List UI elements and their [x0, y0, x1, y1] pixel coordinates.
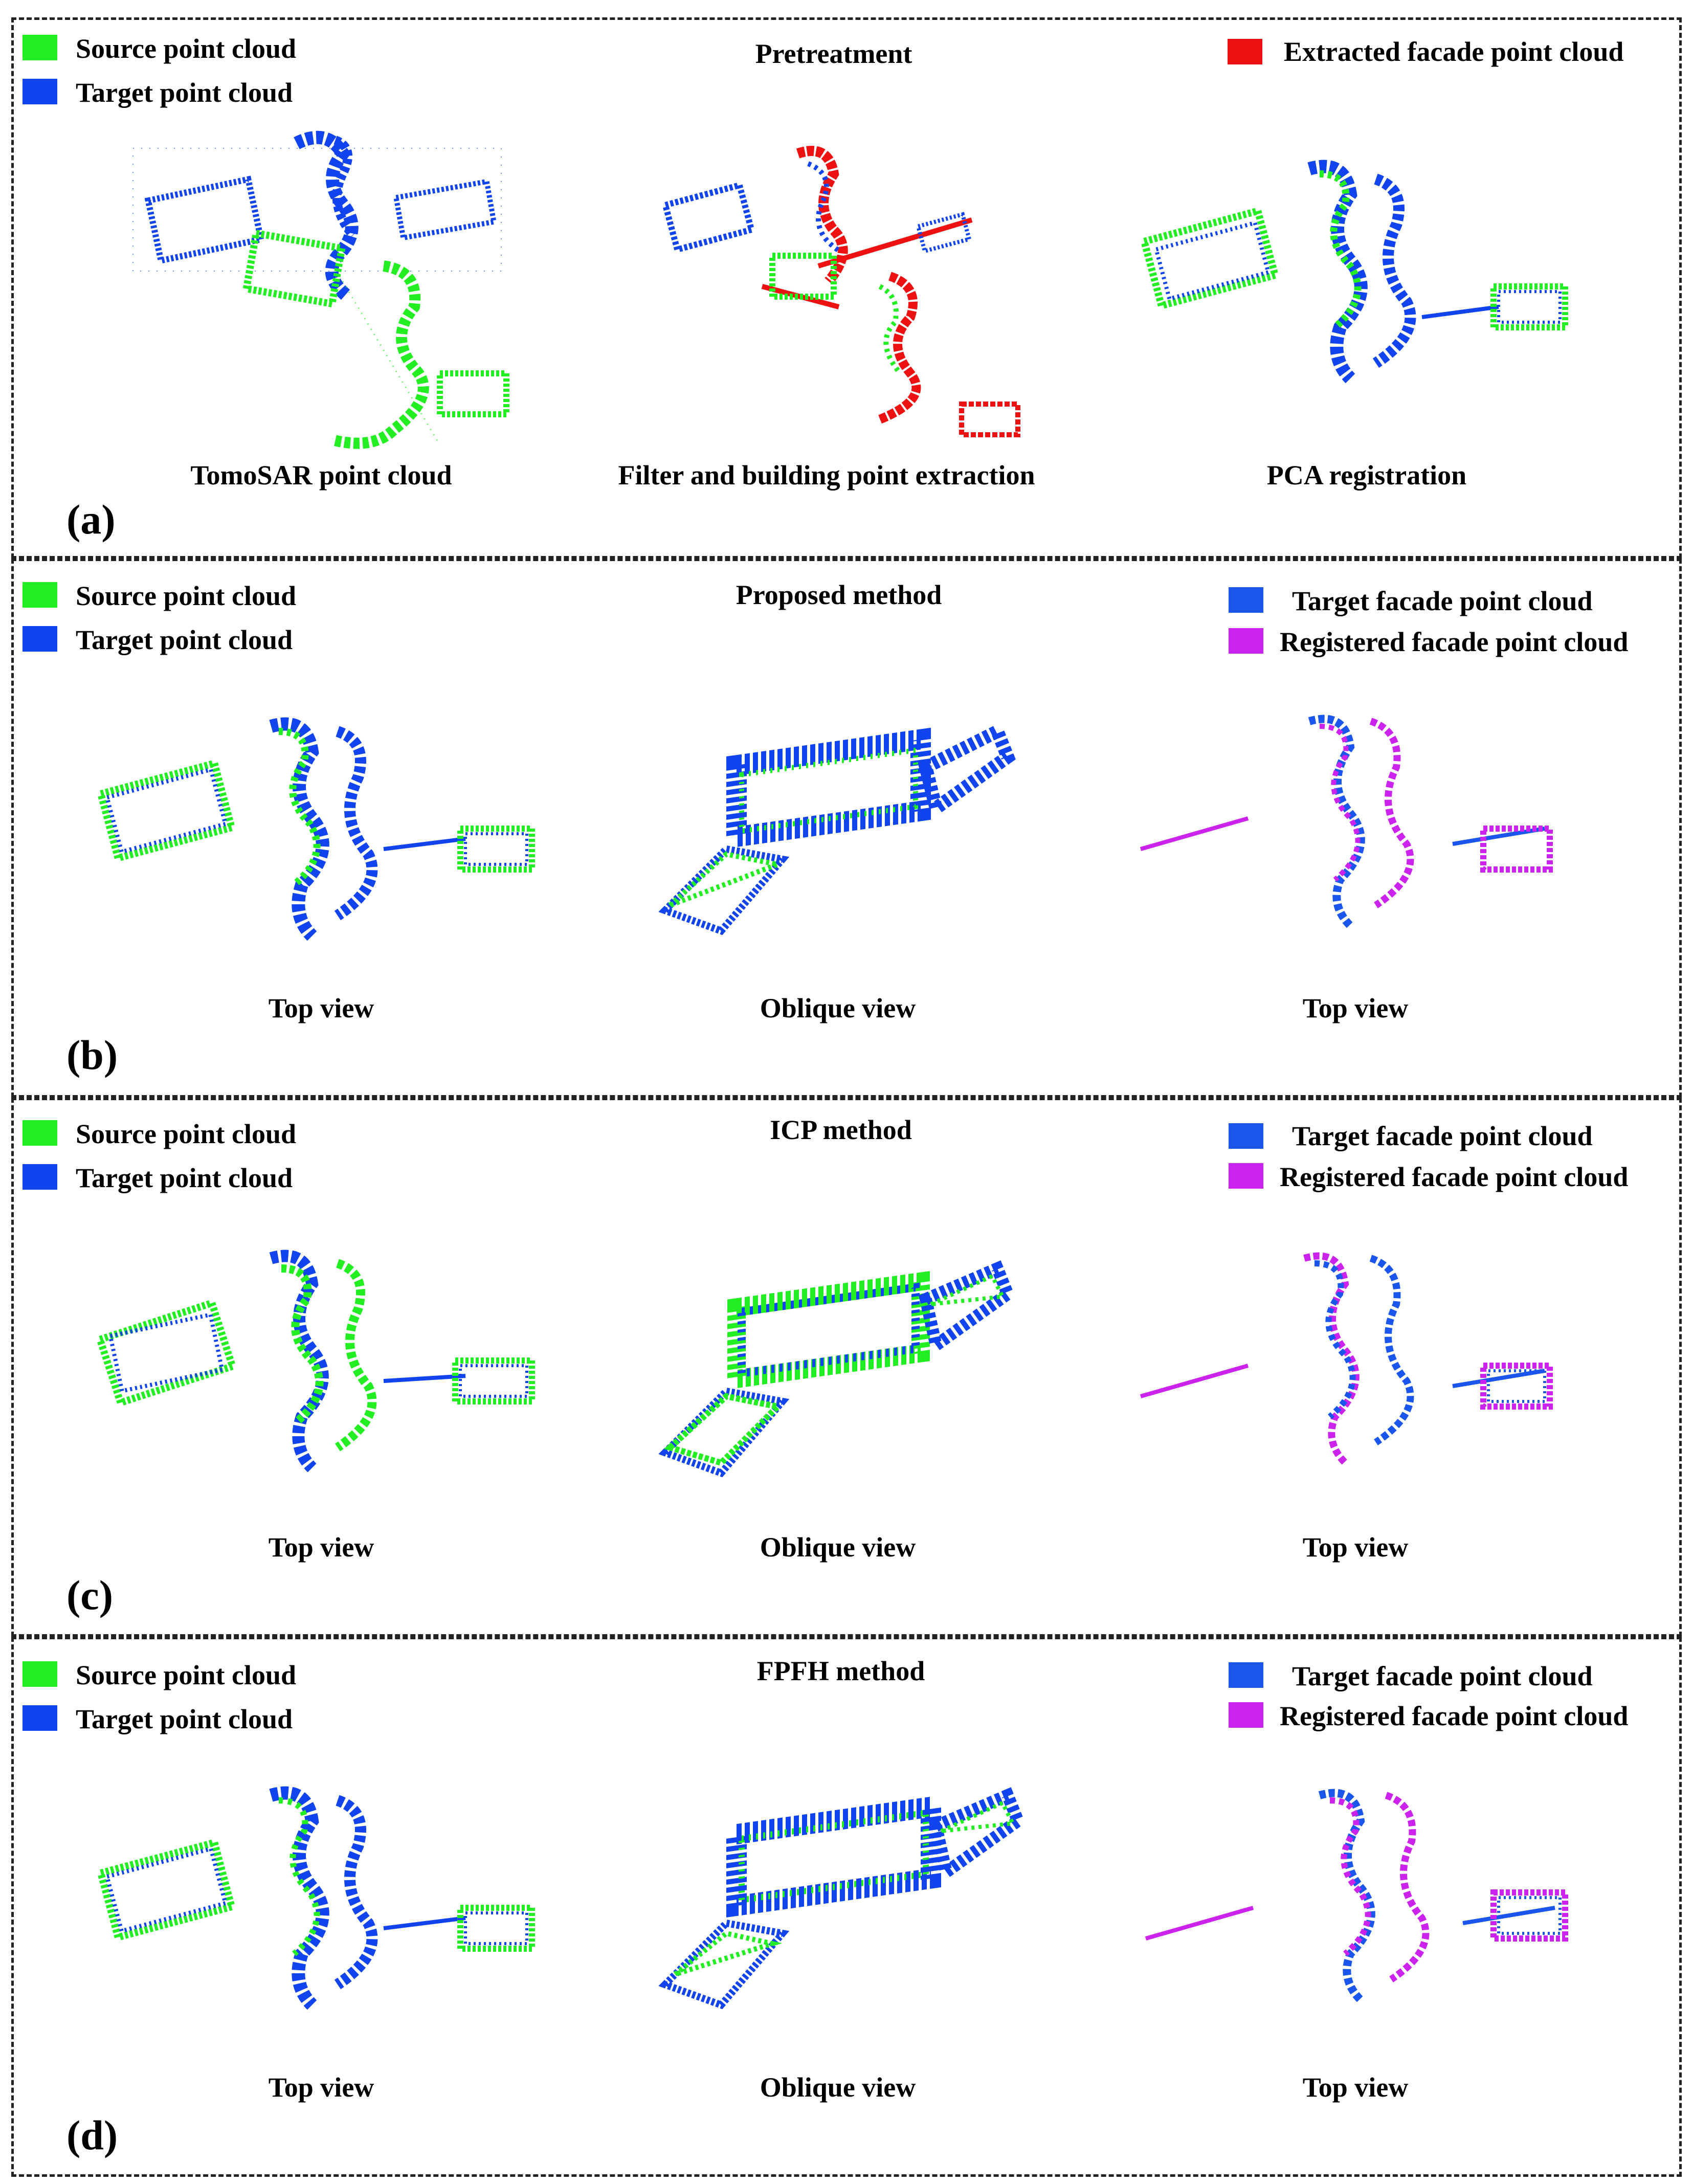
panel-b: [11, 559, 1682, 1098]
facade-top-view: [1145, 1789, 1568, 2003]
legend-swatch-registered: [1229, 1702, 1263, 1728]
panel-b-label: (b): [66, 1032, 118, 1078]
tomosar-point-cloud-view: [132, 130, 509, 449]
panel-a: [11, 17, 1682, 559]
legend-source-label: Source point cloud: [76, 33, 297, 64]
caption-facade-top-view: Top view: [1302, 993, 1409, 1023]
panel-d-title: FPFH method: [756, 1656, 925, 1686]
legend-registered-label: Registered facade point cloud: [1280, 1162, 1629, 1192]
legend-swatch-target-facade: [1229, 1662, 1263, 1688]
legend-swatch-registered: [1229, 1163, 1263, 1189]
panel-c-title: ICP method: [770, 1115, 912, 1145]
legend-swatch-registered: [1229, 628, 1263, 654]
legend-swatch-source: [23, 582, 57, 608]
panel-a-title: Pretreatment: [755, 38, 912, 69]
caption-tomosar: TomoSAR point cloud: [190, 460, 452, 491]
oblique-view-registration: [658, 1260, 1015, 1478]
caption-oblique-view: Oblique view: [760, 1532, 916, 1563]
panel-d-label: (d): [66, 2112, 118, 2158]
caption-oblique-view: Oblique view: [760, 2072, 916, 2103]
legend-swatch-target-facade: [1229, 1123, 1263, 1149]
extraction-view: [661, 146, 1020, 437]
oblique-view-registration: [658, 722, 1016, 935]
panel-c-label: (c): [66, 1572, 114, 1618]
caption-top-view: Top view: [268, 1532, 374, 1563]
top-view-registration: [95, 1250, 535, 1473]
caption-facade-top-view: Top view: [1302, 2072, 1409, 2103]
legend-swatch-target: [23, 626, 57, 652]
legend-swatch-extracted: [1228, 39, 1262, 64]
panel-a-label: (a): [66, 496, 116, 543]
legend-source-label: Source point cloud: [76, 581, 297, 611]
top-view-registration: [96, 717, 535, 941]
panel-b-title: Proposed method: [736, 580, 942, 610]
legend-swatch-source: [23, 1120, 57, 1146]
top-view-registration: [96, 1786, 535, 2010]
caption-pca: PCA registration: [1266, 460, 1467, 491]
legend-source-label: Source point cloud: [76, 1660, 297, 1690]
caption-top-view: Top view: [268, 993, 374, 1023]
legend-registered-label: Registered facade point cloud: [1280, 627, 1629, 657]
legend-target-label: Target point cloud: [76, 1704, 293, 1734]
legend-target-label: Target point cloud: [76, 1163, 293, 1193]
oblique-view-registration: [658, 1787, 1026, 2010]
legend-target-facade-label: Target facade point cloud: [1292, 586, 1593, 616]
legend-swatch-target: [23, 1164, 57, 1190]
caption-oblique-view: Oblique view: [760, 993, 916, 1023]
legend-extracted-label: Extracted facade point cloud: [1284, 36, 1624, 67]
caption-extraction: Filter and building point extraction: [618, 460, 1035, 491]
panel-c: [11, 1098, 1682, 1637]
legend-target-facade-label: Target facade point cloud: [1292, 1661, 1593, 1691]
legend-swatch-source: [23, 35, 57, 60]
legend-target-label: Target point cloud: [76, 625, 293, 655]
panel-d: [11, 1637, 1682, 2177]
legend-source-label: Source point cloud: [76, 1119, 297, 1149]
pca-registration-view: [1140, 160, 1568, 384]
legend-swatch-target: [23, 79, 57, 104]
legend-target-label: Target point cloud: [76, 77, 293, 108]
legend-swatch-target: [23, 1705, 57, 1731]
legend-registered-label: Registered facade point cloud: [1280, 1701, 1629, 1731]
caption-facade-top-view: Top view: [1302, 1532, 1409, 1563]
legend-swatch-target-facade: [1229, 587, 1263, 613]
legend-target-facade-label: Target facade point cloud: [1292, 1121, 1593, 1151]
facade-top-view: [1140, 715, 1553, 929]
legend-swatch-source: [23, 1661, 57, 1687]
facade-top-view: [1140, 1252, 1553, 1465]
caption-top-view: Top view: [268, 2072, 374, 2103]
